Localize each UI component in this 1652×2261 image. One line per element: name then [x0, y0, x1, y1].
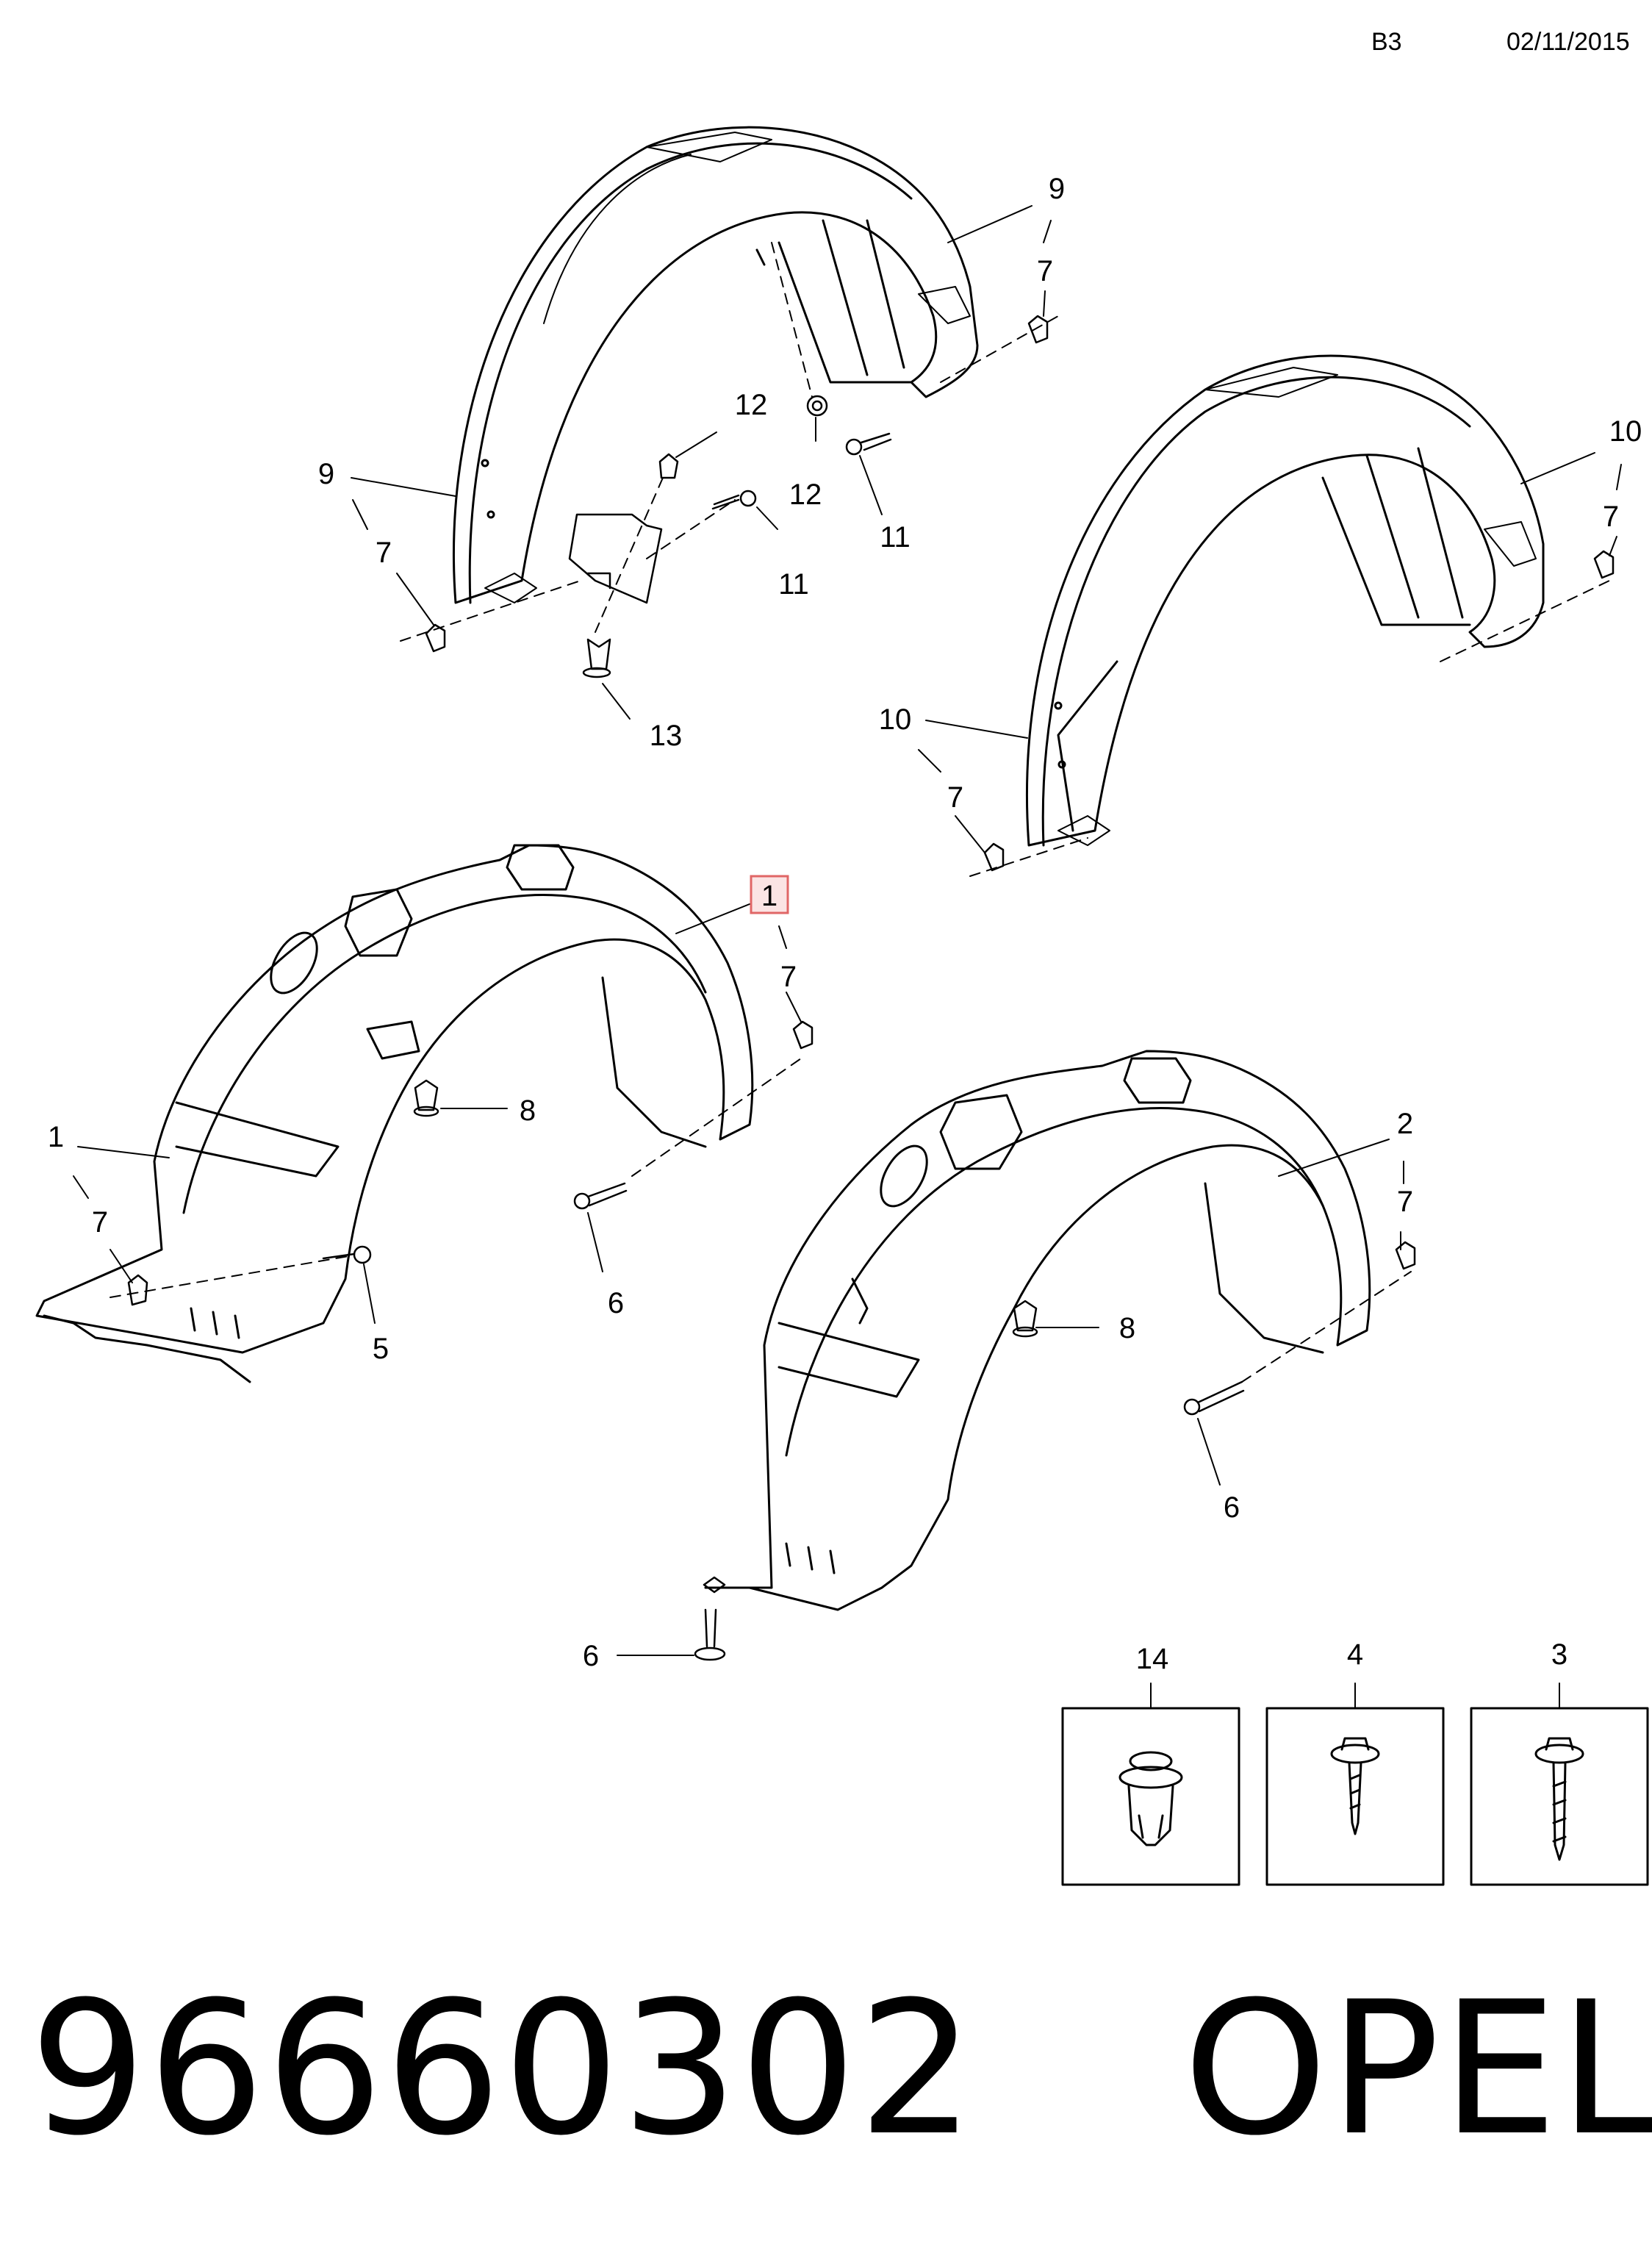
callout-9: 9: [318, 458, 334, 490]
callout-12: 12: [789, 479, 822, 511]
wheel-liner-part-9: [453, 126, 979, 604]
callout-7: 7: [92, 1206, 108, 1239]
dash-lines-top-right: [969, 580, 1610, 877]
diagram-date: 02/11/2015: [1506, 28, 1630, 56]
callout-4: 4: [1347, 1638, 1363, 1671]
dash-lines-top-left: [400, 242, 1059, 642]
callout-9: 9: [1049, 173, 1065, 205]
callout-8: 8: [520, 1094, 536, 1127]
callout-2: 2: [1397, 1108, 1413, 1140]
callout-11: 11: [880, 521, 911, 553]
leader-lines: [73, 205, 1622, 1709]
callout-6: 6: [1224, 1491, 1240, 1524]
callout-7: 7: [1037, 255, 1053, 287]
wheel-liner-part-10: [1026, 354, 1545, 847]
fasteners-middle-right: [694, 1241, 1416, 1661]
callout-10: 10: [1609, 415, 1642, 448]
callout-13: 13: [650, 720, 683, 752]
brand-name: OPEL: [1182, 1962, 1652, 2176]
mud-flap: [568, 513, 663, 604]
wheel-liner-part-2: [704, 1050, 1371, 1611]
callout-5: 5: [373, 1333, 389, 1365]
callout-7: 7: [376, 537, 392, 569]
callout-labels: 9 7 9 7 12 12 11 11 13 10 7 10 7 1 7 1 7…: [48, 173, 1642, 1675]
callout-14: 14: [1136, 1643, 1169, 1675]
callout-7: 7: [947, 781, 963, 814]
dash-lines-middle-left: [109, 1058, 802, 1298]
fasteners-top-right: [983, 550, 1615, 872]
fasteners-middle-left: [127, 1020, 814, 1306]
sheet-code: B3: [1371, 28, 1402, 56]
callout-7: 7: [780, 961, 797, 993]
detail-box-14: [1061, 1707, 1240, 1886]
callout-11: 11: [778, 568, 809, 601]
callout-7: 7: [1603, 501, 1619, 533]
part-caption: 96660302 OPEL: [29, 1977, 1652, 2161]
callout-12: 12: [735, 389, 768, 421]
callout-8: 8: [1119, 1312, 1135, 1344]
detail-box-4: [1265, 1707, 1445, 1886]
callout-10: 10: [879, 703, 912, 736]
part-number: 96660302: [29, 1962, 977, 2176]
wheel-liner-part-1: [35, 844, 754, 1383]
callout-6: 6: [583, 1640, 599, 1672]
dash-lines-middle-right: [1241, 1271, 1412, 1383]
callout-7: 7: [1397, 1186, 1413, 1218]
callout-3: 3: [1551, 1638, 1567, 1671]
callout-1: 1: [48, 1121, 64, 1153]
detail-box-3: [1470, 1707, 1649, 1886]
fasteners-top-left: [425, 315, 1049, 678]
callout-6: 6: [608, 1287, 624, 1319]
callout-1: 1: [761, 880, 777, 912]
highlight-box: [750, 875, 789, 914]
